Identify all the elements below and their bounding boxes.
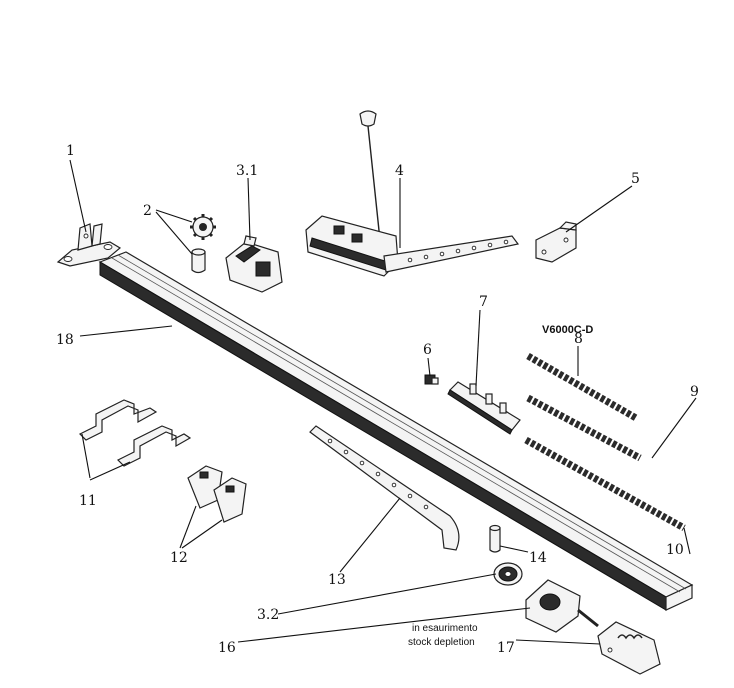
callout-13: 13 [328, 572, 346, 588]
carriage-3-1 [225, 235, 283, 293]
chain-8 [526, 352, 638, 422]
callout-1: 1 [66, 143, 75, 159]
callout-18: 18 [56, 332, 74, 348]
callout-9: 9 [690, 384, 699, 400]
callout-17: 17 [497, 640, 515, 656]
callout-11: 11 [79, 493, 97, 509]
callout-12: 12 [170, 550, 188, 566]
sprocket-2 [190, 214, 216, 274]
callout-16: 16 [218, 640, 236, 656]
tensioner-16 [525, 579, 599, 633]
front-bracket-1 [56, 223, 122, 267]
stock-note-line1: in esaurimento [412, 623, 478, 634]
clip-6 [424, 374, 439, 385]
hangers-12 [187, 465, 247, 523]
callout-3-1: 3.1 [236, 163, 258, 179]
rail-18 [98, 251, 694, 611]
chain-10 [524, 436, 686, 532]
ceiling-brackets-11 [78, 399, 192, 467]
tension-arm-13 [309, 425, 460, 551]
callout-2: 2 [143, 203, 152, 219]
door-bracket-5 [535, 221, 577, 263]
callout-14: 14 [529, 550, 547, 566]
callout-6: 6 [423, 342, 432, 358]
leader-lines [69, 159, 697, 645]
callout-3-2: 3.2 [257, 607, 279, 623]
callout-8: 8 [574, 331, 583, 347]
coupling-7 [447, 381, 521, 435]
callout-4: 4 [395, 163, 404, 179]
motor-unit-4 [305, 110, 520, 277]
chain-9 [526, 394, 642, 462]
model-code: V6000C-D [542, 324, 593, 336]
callout-7: 7 [479, 294, 488, 310]
callout-10: 10 [666, 542, 684, 558]
callout-5: 5 [631, 171, 640, 187]
pulley-3-2 [493, 562, 523, 586]
stock-note-line2: stock depletion [408, 637, 475, 648]
end-bracket-17 [597, 621, 661, 675]
pin-14 [489, 524, 501, 553]
